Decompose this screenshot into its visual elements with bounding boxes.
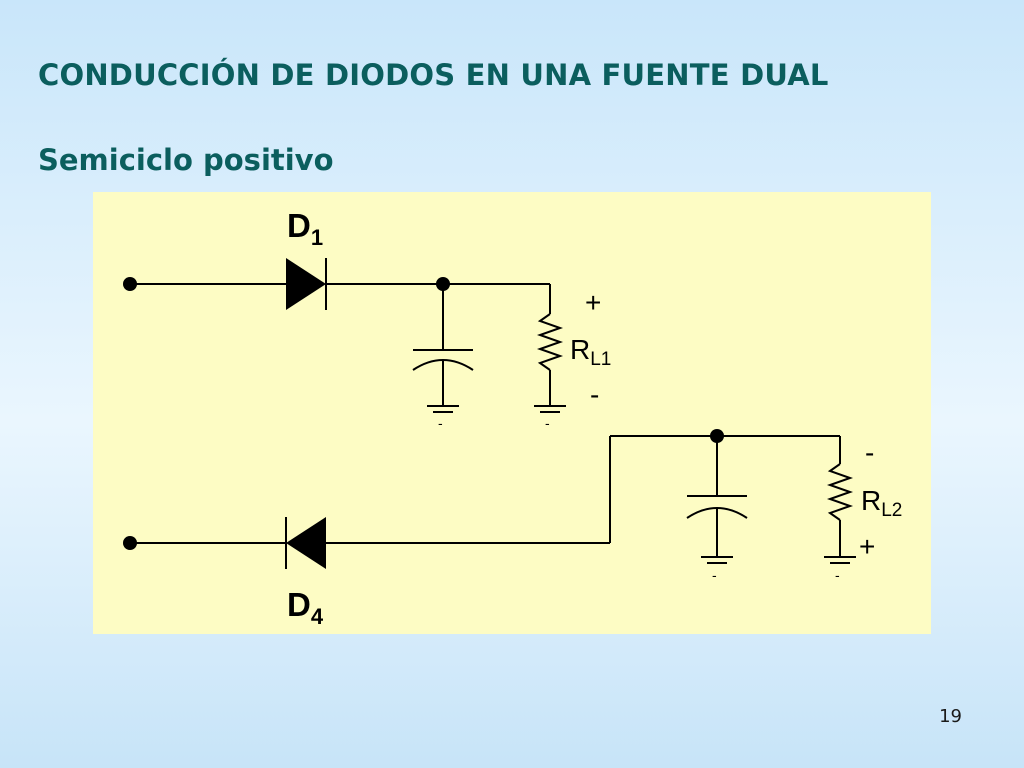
node-bottom <box>710 429 724 443</box>
capacitor-c1-curved-plate <box>412 359 474 371</box>
slide-subtitle: Semiciclo positivo <box>38 143 334 177</box>
ground-mark-rl2: - <box>835 567 840 583</box>
label-rl2: RL2 <box>861 485 902 521</box>
label-d1: D1 <box>287 207 323 250</box>
ground-mark-c2: - <box>712 567 717 583</box>
label-d4: D4 <box>287 586 324 629</box>
ground-mark-c1: - <box>438 415 443 431</box>
terminal-bottom-input <box>123 536 137 550</box>
rl1-top-sign: + <box>585 287 601 318</box>
rl2-top-sign: - <box>865 437 874 468</box>
capacitor-c2-curved-plate <box>686 507 748 519</box>
diode-d4-triangle <box>286 517 326 569</box>
rl1-bottom-sign: - <box>590 379 599 410</box>
circuit-panel <box>93 192 931 634</box>
circuit-diagram: D1 D4 + RL1 - - RL2 + - - - - <box>123 207 902 629</box>
rl2-bottom-sign: + <box>859 531 875 562</box>
resistor-rl1 <box>536 313 564 371</box>
slide-title: CONDUCCIÓN DE DIODOS EN UNA FUENTE DUAL <box>38 58 829 92</box>
ground-mark-rl1: - <box>545 415 550 431</box>
label-rl1: RL1 <box>570 334 611 370</box>
diode-d1-triangle <box>286 258 326 310</box>
node-top <box>436 277 450 291</box>
page-number: 19 <box>939 706 962 727</box>
terminal-top-input <box>123 277 137 291</box>
resistor-rl2 <box>826 463 854 521</box>
